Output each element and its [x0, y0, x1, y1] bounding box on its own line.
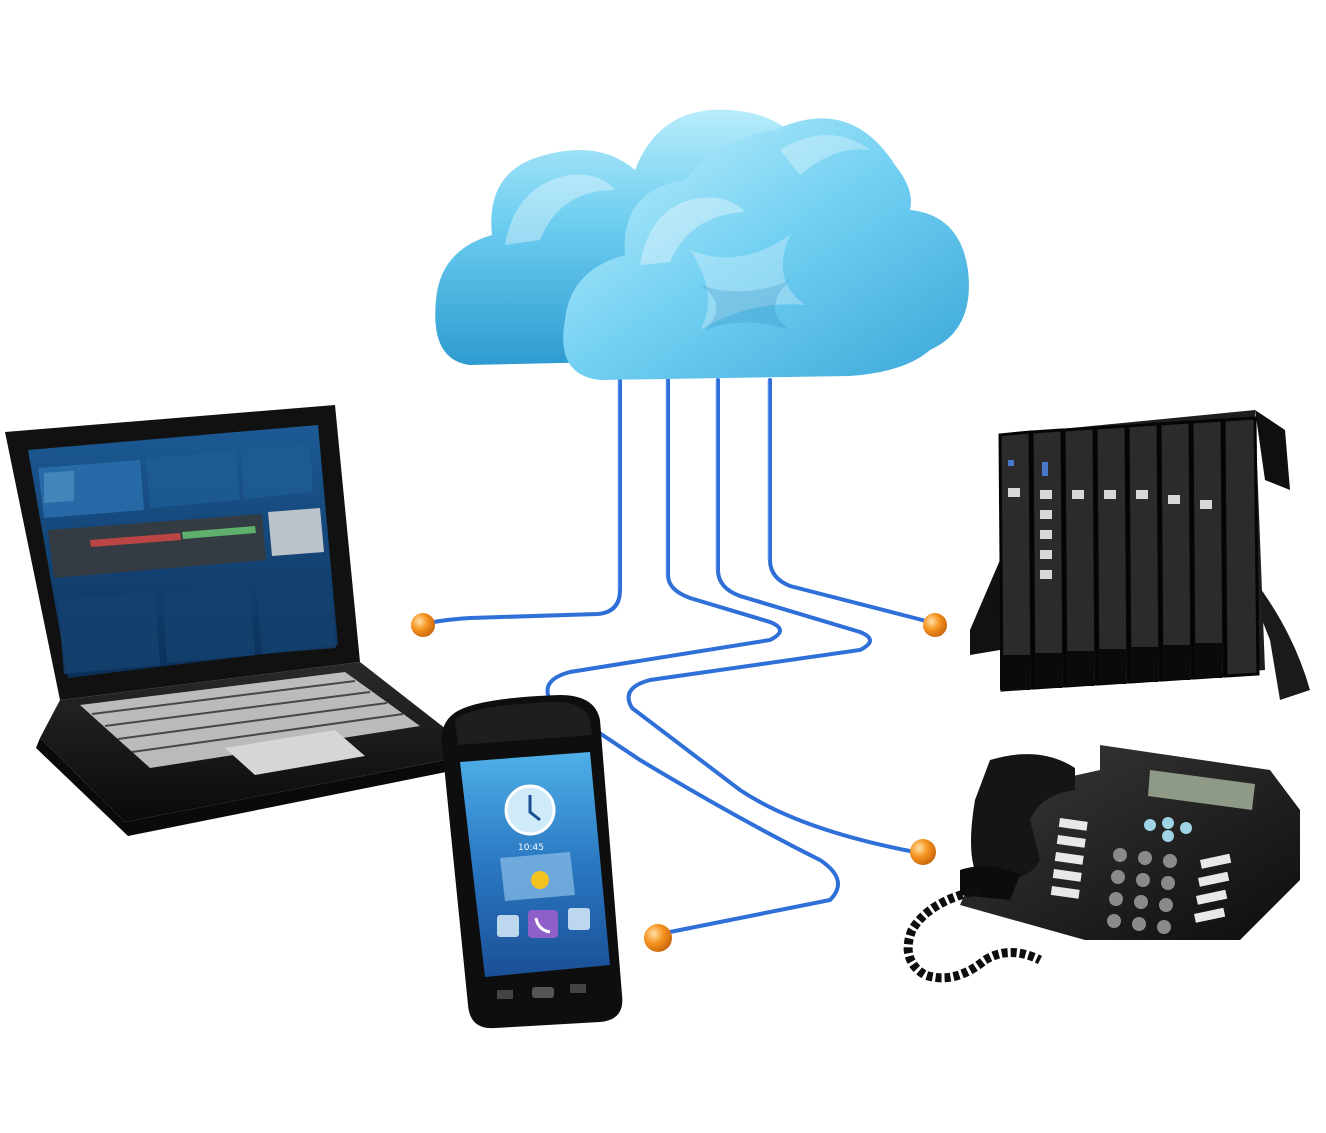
- desk-phone-display: [1148, 770, 1255, 810]
- cable-desk-phone: [626, 378, 917, 854]
- connection-node-icon: [923, 613, 947, 637]
- phone-clock-text: 10:45: [518, 843, 544, 853]
- laptop-icon: [5, 405, 460, 836]
- desk-phone-icon: [903, 745, 1300, 983]
- messages-icon: [568, 908, 590, 930]
- contacts-icon: [497, 915, 519, 937]
- cable-group: [423, 378, 932, 934]
- cable-laptop: [423, 378, 622, 626]
- connection-node-group: [411, 613, 947, 952]
- connection-node-icon: [910, 839, 936, 865]
- call-icon: [528, 910, 558, 938]
- connection-node-icon: [644, 924, 672, 952]
- smartphone-icon: 10:45: [441, 695, 623, 1029]
- cable-pbx: [768, 378, 932, 624]
- desk-phone-cord: [903, 885, 1043, 983]
- cloud-icon: [435, 109, 969, 380]
- cable-smartphone: [545, 378, 840, 934]
- connection-node-icon: [411, 613, 435, 637]
- cloud-logo-mark: [690, 235, 805, 330]
- pbx-server-icon: [970, 410, 1310, 700]
